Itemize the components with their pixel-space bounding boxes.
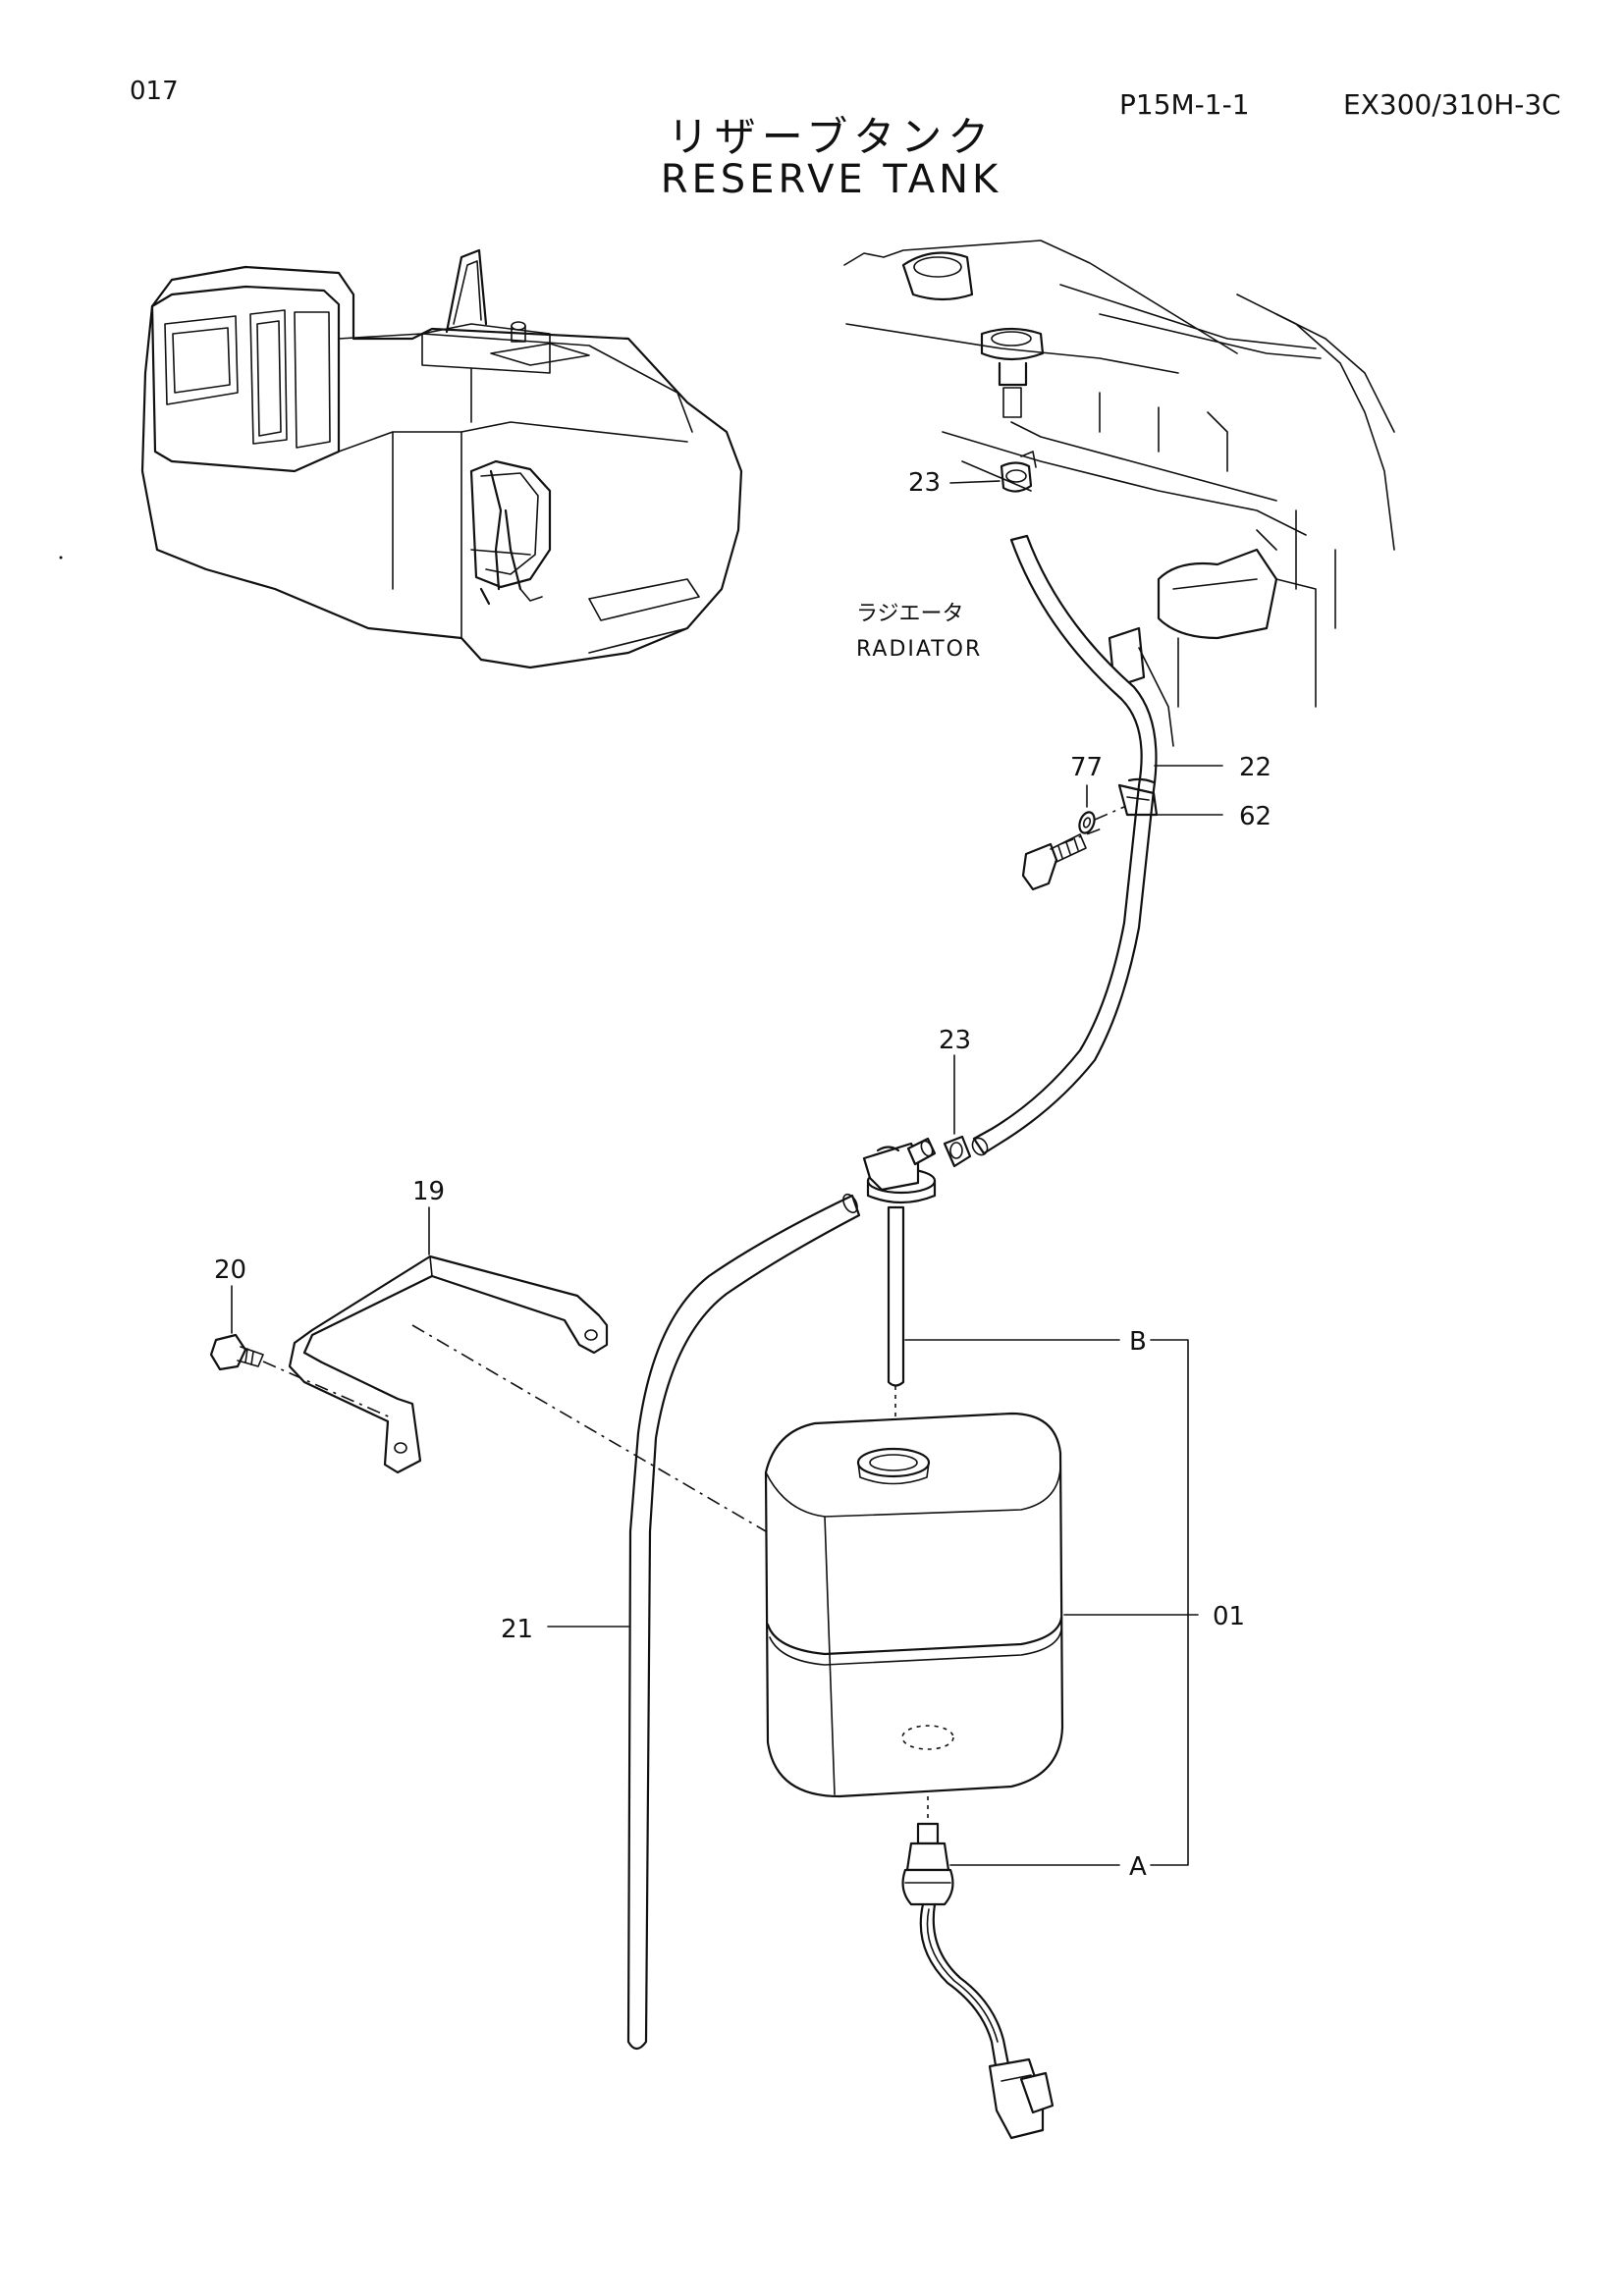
bolt-77-assembly (1021, 833, 1087, 891)
bolt-alignment-line (1059, 806, 1125, 845)
callout-b: B (1129, 1327, 1147, 1357)
leader-b-bracket (1150, 1339, 1189, 1866)
callout-22: 22 (1239, 753, 1271, 782)
tank-tube-b (887, 1205, 905, 1387)
callout-21: 21 (501, 1615, 533, 1644)
machine-model: EX300/310H-3C (1343, 88, 1561, 121)
part-22-hose (971, 534, 1158, 1156)
radiator-illustration (843, 240, 1395, 747)
callout-23-upper: 23 (908, 468, 941, 498)
level-sensor (901, 1822, 1055, 2140)
page-number: 017 (130, 77, 179, 106)
radiator-label-jp: ラジエータ (856, 602, 964, 626)
part-01-reserve-tank (764, 1412, 1064, 1798)
callout-a: A (1129, 1852, 1147, 1882)
part-23-upper-clamp (1000, 451, 1037, 493)
tank-cap-elbow (862, 1137, 937, 1204)
title-english: RESERVE TANK (660, 157, 1002, 202)
callout-62: 62 (1239, 802, 1271, 831)
radiator-label-en: RADIATOR (856, 637, 982, 662)
part-77-washer (1078, 811, 1096, 834)
bracket-alignment-line (411, 1324, 767, 1532)
part-23-lower-clamp (943, 1135, 972, 1168)
callout-23-lower: 23 (939, 1026, 971, 1055)
callout-20: 20 (214, 1255, 246, 1285)
callout-19: 19 (412, 1177, 445, 1206)
title-japanese: リザーブタンク (667, 113, 996, 161)
diagram-code: P15M-1-1 (1119, 88, 1250, 121)
leader-23-upper (949, 480, 1001, 484)
excavator-overview-illustration (140, 248, 743, 669)
part-21-hose (626, 1193, 861, 2051)
part-19-bracket (288, 1255, 609, 1474)
part-20-bolt (209, 1333, 264, 1371)
margin-dot (59, 556, 63, 560)
hose-22-clip-band (1127, 777, 1156, 784)
callout-77: 77 (1070, 753, 1103, 782)
callout-01: 01 (1213, 1602, 1245, 1631)
bolt-20-alignment-line (262, 1361, 394, 1419)
